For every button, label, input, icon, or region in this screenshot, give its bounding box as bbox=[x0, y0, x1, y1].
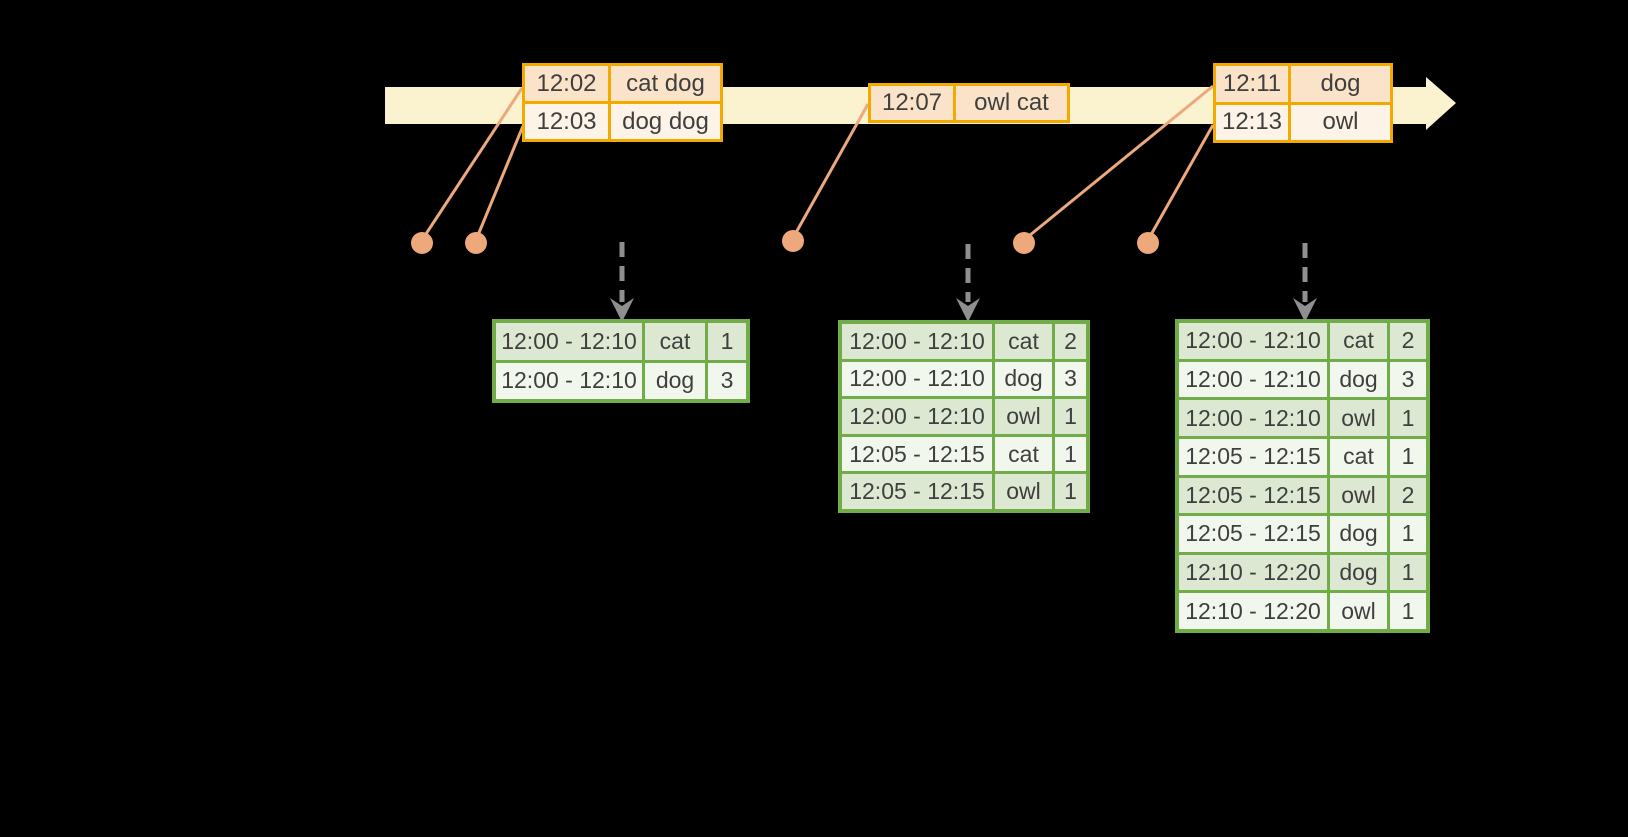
event-marker-line bbox=[1146, 124, 1215, 241]
count-cell: 1 bbox=[1390, 516, 1426, 552]
count-cell: 2 bbox=[1390, 477, 1426, 514]
word-cell: dog bbox=[1330, 554, 1387, 591]
word-cell: dog bbox=[1330, 516, 1387, 552]
count-cell: 1 bbox=[1390, 593, 1426, 629]
count-cell: 1 bbox=[1055, 436, 1086, 472]
count-cell: 1 bbox=[1055, 399, 1086, 434]
event-marker-dot bbox=[465, 232, 487, 254]
window-cell: 12:00 - 12:10 bbox=[842, 361, 992, 397]
event-marker-lines bbox=[420, 84, 1215, 242]
result-table-1: 12:00 - 12:10 cat 1 12:00 - 12:10 dog 3 bbox=[492, 319, 750, 403]
event-time: 12:07 bbox=[871, 86, 953, 120]
event-time: 12:11 bbox=[1216, 66, 1288, 102]
window-cell: 12:05 - 12:15 bbox=[1179, 516, 1327, 552]
count-cell: 1 bbox=[1390, 554, 1426, 591]
count-cell: 1 bbox=[708, 323, 746, 360]
event-words: owl bbox=[1291, 104, 1390, 140]
word-cell: owl bbox=[995, 474, 1052, 509]
count-cell: 1 bbox=[1055, 474, 1086, 509]
event-words: dog dog bbox=[611, 104, 720, 139]
event-table-2: 12:07 owl cat bbox=[868, 83, 1070, 123]
event-marker-line bbox=[791, 103, 870, 239]
result-table-3: 12:00 - 12:10 cat 2 12:00 - 12:10 dog 3 … bbox=[1175, 319, 1430, 633]
word-cell: cat bbox=[1330, 438, 1387, 475]
event-marker-line bbox=[474, 125, 525, 241]
count-cell: 2 bbox=[1390, 323, 1426, 359]
word-cell: owl bbox=[1330, 593, 1387, 629]
event-marker-dot bbox=[1137, 232, 1159, 254]
count-cell: 3 bbox=[1390, 361, 1426, 398]
window-cell: 12:00 - 12:10 bbox=[1179, 323, 1327, 359]
event-marker-line bbox=[1023, 84, 1214, 242]
window-cell: 12:10 - 12:20 bbox=[1179, 554, 1327, 591]
event-words: dog bbox=[1291, 66, 1390, 102]
word-cell: dog bbox=[645, 362, 705, 399]
event-marker-dot bbox=[411, 232, 433, 254]
window-cell: 12:05 - 12:15 bbox=[842, 474, 992, 509]
count-cell: 1 bbox=[1390, 400, 1426, 436]
window-cell: 12:00 - 12:10 bbox=[1179, 400, 1327, 436]
window-cell: 12:10 - 12:20 bbox=[1179, 593, 1327, 629]
window-cell: 12:05 - 12:15 bbox=[842, 436, 992, 472]
word-cell: cat bbox=[645, 323, 705, 360]
word-cell: dog bbox=[995, 361, 1052, 397]
window-cell: 12:00 - 12:10 bbox=[842, 324, 992, 359]
event-marker-dot bbox=[1013, 232, 1035, 254]
count-cell: 3 bbox=[1055, 361, 1086, 397]
event-marker-dots bbox=[411, 230, 1159, 254]
window-cell: 12:00 - 12:10 bbox=[1179, 361, 1327, 398]
word-cell: cat bbox=[1330, 323, 1387, 359]
count-cell: 1 bbox=[1390, 438, 1426, 475]
event-time: 12:02 bbox=[525, 66, 608, 101]
event-words: owl cat bbox=[956, 86, 1067, 120]
event-marker-dot bbox=[782, 230, 804, 252]
word-cell: cat bbox=[995, 324, 1052, 359]
window-cell: 12:00 - 12:10 bbox=[496, 323, 642, 360]
count-cell: 2 bbox=[1055, 324, 1086, 359]
event-time: 12:13 bbox=[1216, 104, 1288, 140]
window-cell: 12:05 - 12:15 bbox=[1179, 477, 1327, 514]
word-cell: dog bbox=[1330, 361, 1387, 398]
window-cell: 12:00 - 12:10 bbox=[496, 362, 642, 399]
word-cell: owl bbox=[1330, 400, 1387, 436]
result-table-2: 12:00 - 12:10 cat 2 12:00 - 12:10 dog 3 … bbox=[838, 320, 1090, 513]
word-cell: cat bbox=[995, 436, 1052, 472]
event-marker-line bbox=[420, 87, 524, 241]
word-cell: owl bbox=[995, 399, 1052, 434]
window-cell: 12:05 - 12:15 bbox=[1179, 438, 1327, 475]
window-cell: 12:00 - 12:10 bbox=[842, 399, 992, 434]
word-cell: owl bbox=[1330, 477, 1387, 514]
event-table-3: 12:11 dog 12:13 owl bbox=[1213, 63, 1393, 143]
event-words: cat dog bbox=[611, 66, 720, 101]
event-time: 12:03 bbox=[525, 104, 608, 139]
count-cell: 3 bbox=[708, 362, 746, 399]
event-table-1: 12:02 cat dog 12:03 dog dog bbox=[522, 63, 723, 142]
